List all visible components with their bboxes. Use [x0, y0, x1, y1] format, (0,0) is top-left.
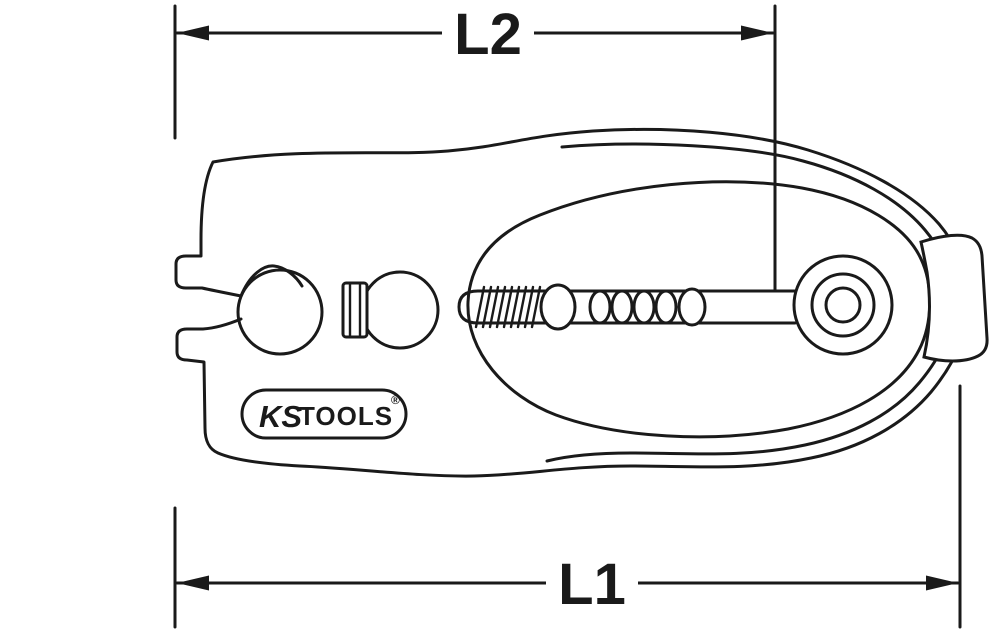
pivot-circle-inner: [824, 286, 862, 324]
dimension-label-l2: L2: [454, 2, 522, 67]
dimension-label-l1: L1: [558, 552, 626, 617]
link-bar: [341, 281, 369, 339]
dimension-l1: L1: [173, 384, 962, 629]
dimension-l2: L2: [173, 2, 777, 293]
spring-coil: [632, 289, 656, 325]
spring-coil-end: [677, 287, 707, 327]
thread-hatch: [474, 285, 542, 329]
adjusting-rod: [457, 289, 797, 325]
pivot-circle-outer: [792, 254, 894, 356]
logo-ks-text: KS: [259, 399, 302, 434]
cam-lobe-right: [360, 270, 440, 350]
pivot-circle-middle: [810, 272, 876, 338]
logo-tools-text: TOOLS: [299, 401, 393, 431]
cam-lobe-left: [236, 268, 324, 356]
label-background: [546, 552, 638, 608]
arrowhead-right-icon: [926, 575, 958, 591]
spring-coil: [654, 289, 678, 325]
arrowhead-right-icon: [741, 25, 773, 41]
spring-bead: [539, 283, 577, 331]
arrowhead-left-icon: [177, 575, 209, 591]
spring-coil: [610, 289, 634, 325]
spring-coil: [588, 289, 612, 325]
logo-outline: [240, 388, 408, 440]
logo-registered-mark: ®: [391, 393, 400, 407]
logo-badge: KS TOOLS ®: [240, 388, 408, 440]
wire-stripper-drawing: KS TOOLS ®: [174, 127, 989, 478]
pivot-beak: [239, 264, 304, 298]
label-background: [442, 2, 534, 58]
end-cap-wedge: [919, 233, 989, 363]
arrowhead-left-icon: [177, 25, 209, 41]
